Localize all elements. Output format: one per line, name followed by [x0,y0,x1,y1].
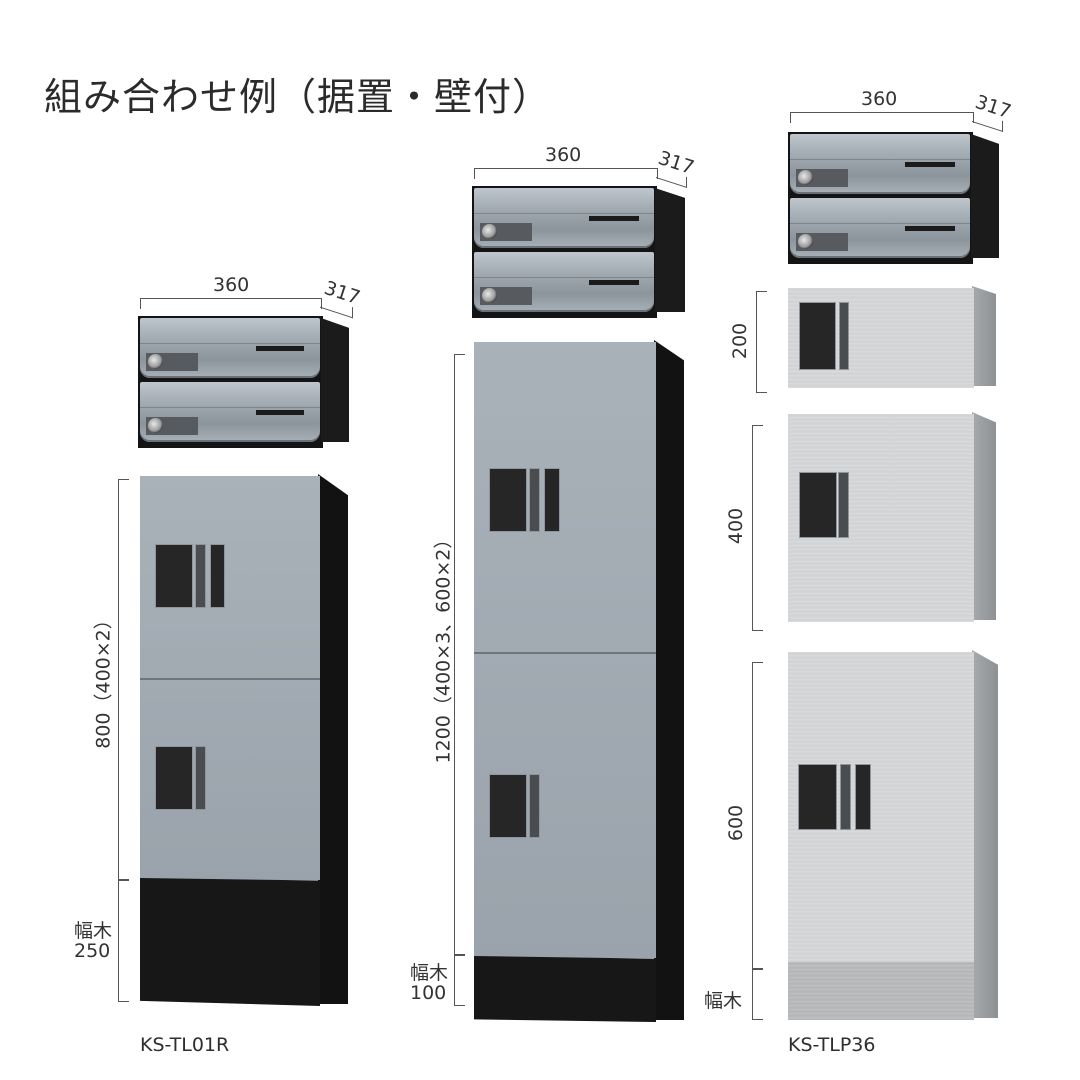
width-dimension-line [474,168,658,179]
model-name: KS-TLP36 [788,1034,876,1056]
delivery-locker [140,474,350,1006]
mail-slot [256,346,304,351]
module-600-height-label: 600 [725,804,747,842]
mailbox-door-1 [140,318,320,378]
mailbox-door-1 [474,188,654,248]
mailbox-width-label: 360 [213,274,250,296]
locker-front-panel [474,342,656,958]
mailbox-door-1 [790,134,970,194]
baseboard [140,878,320,1006]
baseboard [788,962,974,1020]
mailbox-door-2 [140,382,320,442]
mailbox-door-2 [474,252,654,312]
mail-slot [256,410,304,415]
mailbox-width-label: 360 [545,144,582,166]
module-seam [140,678,320,680]
locker-height-label: 1200（400×3、600×2） [432,529,455,764]
mail-slot [589,216,639,221]
base-height-label: 100 [410,982,447,1004]
mail-slot [905,162,955,167]
locker-handle-bar [839,302,849,370]
base-label: 幅木 [74,920,113,942]
mailbox-door-2 [790,198,970,258]
locker-window [489,468,527,532]
mailbox-width-label: 360 [861,88,898,110]
dial-lock-icon [798,170,813,185]
width-dimension-line [140,298,322,309]
module-400-dimension-line [752,425,763,631]
base-height-label: 250 [74,940,111,962]
module-200-height-label: 200 [729,322,751,360]
locker-handle-bar [529,468,540,532]
locker-handle-bar [838,472,849,538]
dial-lock-icon [148,354,163,369]
base-label: 幅木 [410,962,449,984]
locker-window [155,746,193,810]
locker-window [798,764,837,830]
locker-height-dimension-line [454,354,465,956]
dial-lock-icon [148,418,163,433]
delivery-locker [474,340,686,1022]
dial-lock-icon [482,288,497,303]
base-height-dimension-line [752,968,763,1020]
locker-indicator [544,468,560,532]
locker-height-dimension-line [118,479,129,881]
mail-slot [905,226,955,231]
mail-slot [589,280,639,285]
width-dimension-line [790,112,974,123]
locker-window [799,472,837,538]
module-600-dimension-line [752,662,763,970]
locker-indicator [855,764,871,830]
module-seam [474,652,656,654]
locker-module-200 [788,286,998,390]
locker-handle-bar [195,544,206,608]
module-200-dimension-line [756,291,767,393]
locker-window [489,774,527,838]
dial-lock-icon [482,224,497,239]
locker-module-400 [788,412,998,624]
locker-window [155,544,193,608]
mailbox-unit [788,132,1000,264]
dial-lock-icon [798,234,813,249]
locker-module-600 [788,650,1000,1022]
locker-window [799,302,836,370]
locker-height-label: 800（400×2） [92,610,115,749]
baseboard [474,956,656,1022]
model-name: KS-TL01R [140,1034,230,1056]
base-height-dimension-line [454,954,465,1006]
mailbox-unit [138,316,350,448]
locker-handle-bar [529,774,540,838]
locker-handle-bar [840,764,851,830]
mailbox-unit [472,186,686,318]
base-height-dimension-line [118,879,129,1002]
locker-handle-bar [195,746,206,810]
base-label: 幅木 [704,990,743,1012]
module-400-height-label: 400 [725,507,747,545]
locker-indicator [210,544,225,608]
page-title: 組み合わせ例（据置・壁付） [44,75,552,119]
